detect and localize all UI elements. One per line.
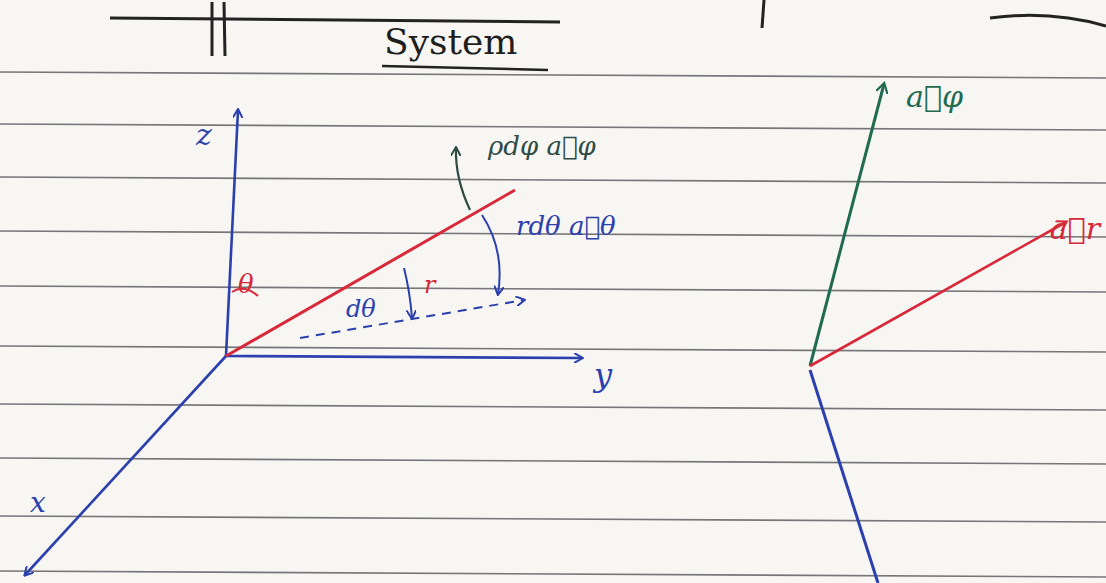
angle-label: θ bbox=[238, 270, 254, 299]
vector-label: rdθ a⃗θ bbox=[516, 212, 616, 241]
unit-vectors bbox=[810, 84, 1066, 583]
vector-label: ρdφ a⃗φ bbox=[488, 132, 596, 161]
axis-label: y bbox=[594, 358, 612, 393]
radius-label: r bbox=[424, 272, 435, 298]
dphi-arrow bbox=[456, 148, 470, 210]
unit-vector-label: a⃗r bbox=[1050, 212, 1100, 245]
dtheta-marks bbox=[404, 215, 500, 318]
radius-line bbox=[226, 190, 515, 356]
projection-line bbox=[300, 300, 524, 338]
top-marks bbox=[110, 0, 1106, 56]
ruled-lines bbox=[0, 72, 1106, 577]
axis-label: z bbox=[196, 118, 212, 151]
axis-label: x bbox=[30, 488, 46, 519]
axes bbox=[25, 110, 582, 575]
unit-vector-label: a⃗φ bbox=[906, 80, 963, 113]
increment-label: dθ bbox=[346, 296, 376, 322]
title-underline bbox=[382, 66, 548, 70]
title: System bbox=[384, 22, 517, 62]
